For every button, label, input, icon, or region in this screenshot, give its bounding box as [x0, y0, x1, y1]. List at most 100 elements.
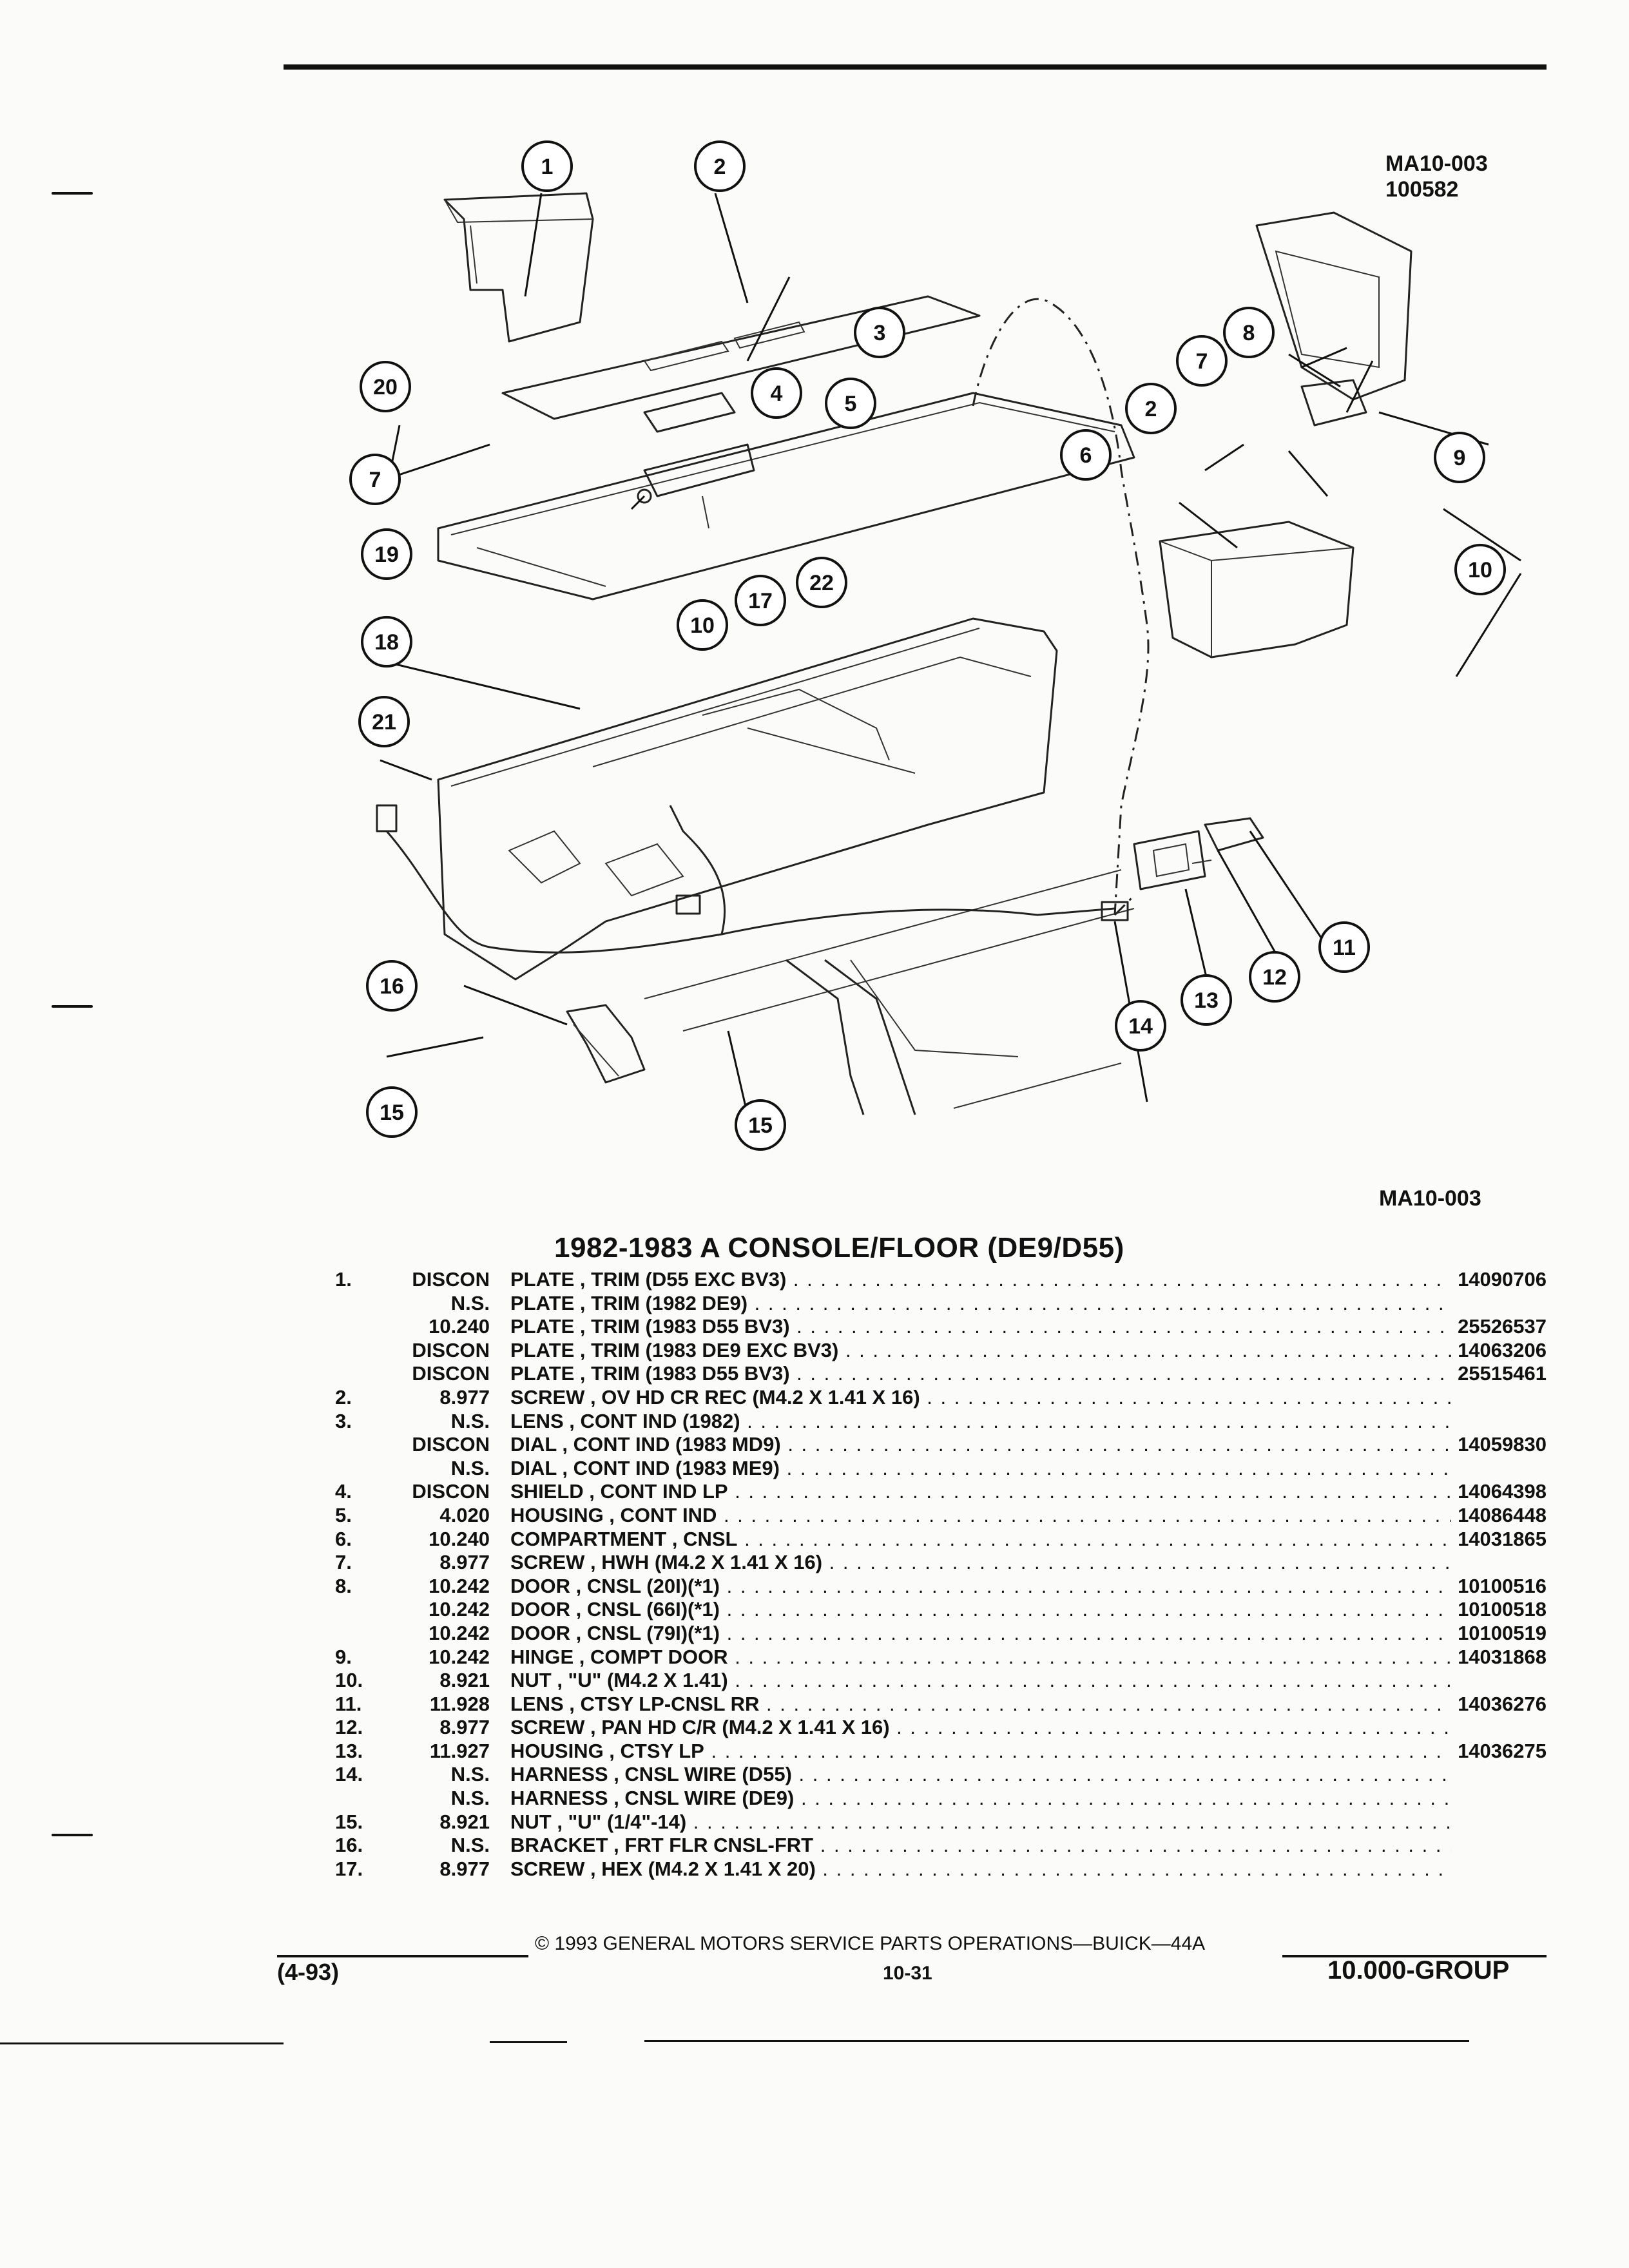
part-description: HARNESS , CNSL WIRE (D55) — [510, 1763, 1451, 1787]
part-group-number: DISCON — [412, 1362, 490, 1385]
part-description: SCREW , PAN HD C/R (M4.2 X 1.41 X 16) — [510, 1716, 1451, 1740]
top-rule — [284, 64, 1547, 70]
figure-number: 100582 — [1385, 177, 1459, 202]
courtesy-lamp-drawing — [1133, 817, 1264, 890]
svg-text:7: 7 — [1196, 349, 1208, 374]
routing-dashed-line — [1113, 894, 1135, 916]
part-group-number: 11.928 — [429, 1692, 490, 1715]
binder-mark — [52, 1005, 93, 1008]
part-group-number: 10.242 — [429, 1645, 490, 1668]
part-item-number: 13. — [335, 1739, 363, 1762]
part-item-number: 11. — [335, 1692, 362, 1715]
callout-9: 9 — [1434, 432, 1485, 483]
binder-mark — [52, 192, 93, 195]
part-group-number: DISCON — [412, 1433, 490, 1456]
svg-text:10: 10 — [1468, 558, 1492, 582]
part-item-number: 6. — [335, 1527, 352, 1550]
svg-text:8: 8 — [1243, 321, 1255, 345]
part-group-number: 8.977 — [439, 1716, 490, 1739]
part-description: SHIELD , CONT IND LP — [510, 1480, 1451, 1504]
part-item-number: 15. — [335, 1810, 363, 1833]
svg-text:12: 12 — [1262, 965, 1287, 990]
part-description: HOUSING , CONT IND — [510, 1504, 1451, 1528]
part-group-number: DISCON — [412, 1480, 490, 1503]
part-number: 14064398 — [1458, 1480, 1547, 1503]
binder-mark — [52, 1834, 93, 1836]
callout-5: 5 — [825, 378, 876, 429]
part-number: 25515461 — [1458, 1362, 1547, 1385]
part-description: COMPARTMENT , CNSL — [510, 1528, 1451, 1552]
part-group-number: 8.977 — [439, 1857, 490, 1880]
part-group-number: N.S. — [450, 1291, 490, 1314]
part-group-number: 8.977 — [439, 1551, 490, 1574]
part-description: LENS , CTSY LP-CNSL RR — [510, 1693, 1451, 1716]
part-item-number: 9. — [335, 1645, 352, 1668]
part-number: 14086448 — [1458, 1503, 1547, 1526]
part-description: SCREW , HWH (M4.2 X 1.41 X 16) — [510, 1551, 1451, 1575]
figure-code-bottom: MA10-003 — [1379, 1186, 1481, 1211]
trim-plate-drawing — [501, 295, 981, 420]
part-item-number: 7. — [335, 1551, 352, 1574]
part-group-number: N.S. — [450, 1787, 490, 1810]
svg-text:5: 5 — [845, 392, 857, 416]
part-item-number: 4. — [335, 1480, 352, 1503]
svg-text:2: 2 — [714, 155, 726, 179]
indicator-housing-drawing — [637, 392, 755, 529]
part-group-number: 8.921 — [439, 1810, 490, 1833]
part-row: 4. DISCON SHIELD , CONT IND LP 14064398 — [335, 1480, 1547, 1504]
figure-code-top: MA10-003 — [1385, 151, 1488, 176]
callout-8: 8 — [1223, 307, 1275, 358]
callout-1: 1 — [521, 140, 573, 192]
svg-text:4: 4 — [771, 381, 783, 406]
svg-text:14: 14 — [1128, 1014, 1153, 1039]
svg-text:1: 1 — [541, 155, 554, 179]
svg-text:3: 3 — [874, 321, 886, 345]
page-number: 10-31 — [883, 1963, 932, 1984]
part-description: PLATE , TRIM (D55 EXC BV3) — [510, 1268, 1451, 1292]
part-description: DIAL , CONT IND (1983 ME9) — [510, 1457, 1451, 1481]
callout-16: 16 — [366, 960, 418, 1012]
part-item-number: 2. — [335, 1385, 352, 1408]
part-row: N.S.DIAL , CONT IND (1983 ME9) — [335, 1457, 1547, 1481]
callout-15-left: 15 — [366, 1086, 418, 1138]
part-row: 7. 8.977 SCREW , HWH (M4.2 X 1.41 X 16) — [335, 1551, 1547, 1575]
part-description: PLATE , TRIM (1983 D55 BV3) — [510, 1315, 1451, 1339]
part-number: 14063206 — [1458, 1338, 1547, 1361]
part-group-number: 8.977 — [439, 1385, 490, 1408]
svg-text:11: 11 — [1333, 936, 1356, 960]
part-group-number: 11.927 — [429, 1739, 490, 1762]
svg-text:2: 2 — [1145, 397, 1157, 421]
part-item-number: 5. — [335, 1503, 352, 1526]
console-door-drawing — [1255, 211, 1412, 401]
callout-17: 17 — [735, 575, 786, 626]
console-body-drawing — [437, 617, 1058, 981]
callout-15-right: 15 — [735, 1099, 786, 1151]
part-description: HOUSING , CTSY LP — [510, 1740, 1451, 1763]
svg-text:19: 19 — [374, 543, 399, 567]
callout-11: 11 — [1318, 921, 1370, 973]
svg-text:21: 21 — [372, 710, 396, 735]
svg-text:9: 9 — [1454, 446, 1466, 470]
exploded-parts-diagram: 1 2 3 4 5 2 6 7 8 9 7 19 17 22 10 10 18 … — [349, 140, 1522, 1151]
callout-14: 14 — [1115, 1000, 1166, 1052]
part-description: PLATE , TRIM (1983 DE9 EXC BV3) — [510, 1339, 1451, 1363]
part-description: DOOR , CNSL (79I)(*1) — [510, 1622, 1451, 1646]
part-group-number: 10.242 — [429, 1574, 490, 1597]
floor-pan-drawing — [644, 869, 1135, 1115]
part-group-number: N.S. — [450, 1409, 490, 1432]
part-number: 14059830 — [1458, 1433, 1547, 1456]
footer-rule-left — [277, 1955, 528, 1957]
part-item-number: 14. — [335, 1763, 363, 1786]
part-description: NUT , "U" (1/4"-14) — [510, 1811, 1451, 1834]
group-label: 10.000-GROUP — [1327, 1956, 1510, 1984]
part-group-number: 10.240 — [429, 1527, 490, 1550]
compartment-drawing — [1159, 521, 1354, 658]
